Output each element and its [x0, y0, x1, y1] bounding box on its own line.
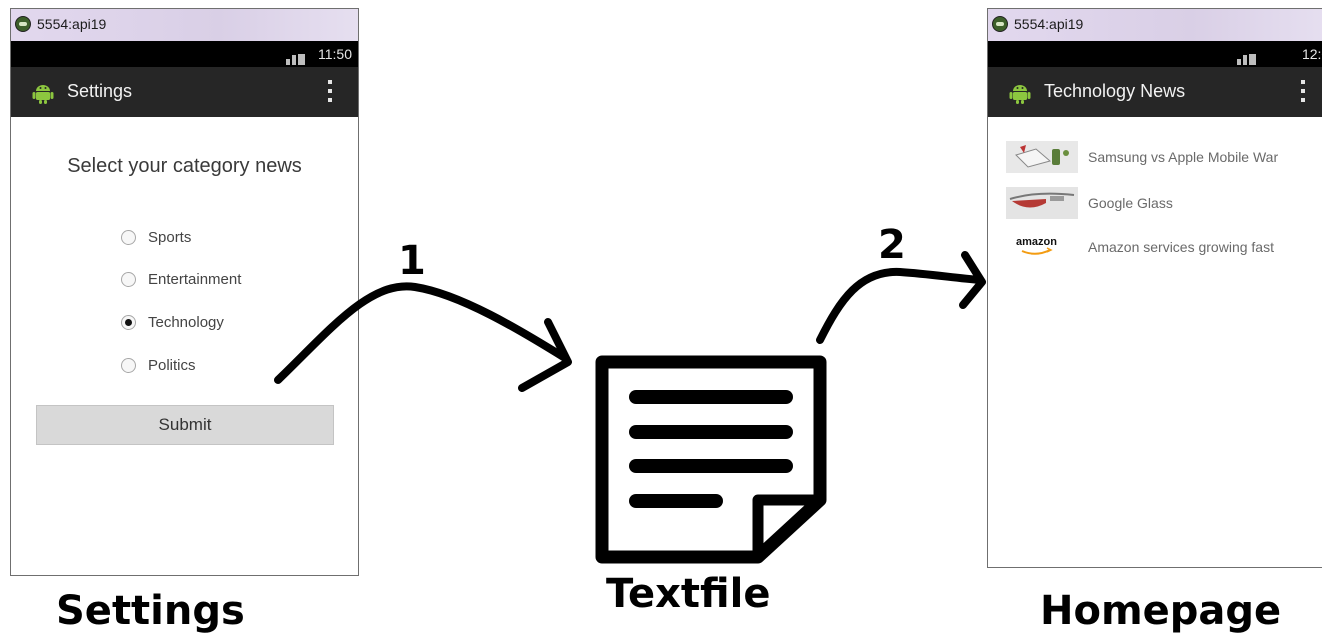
caption-homepage: Homepage	[1040, 588, 1282, 634]
radio-option-entertainment[interactable]: Entertainment	[121, 268, 241, 290]
phones-thumbnail-icon	[1006, 141, 1078, 173]
radio-label: Technology	[148, 313, 224, 331]
amazon-logo-text: amazon	[1016, 236, 1057, 248]
signal-battery-icon	[286, 47, 310, 65]
emulator-icon	[15, 16, 31, 32]
step-label-2: 2	[878, 222, 906, 268]
radio-button[interactable]	[121, 229, 136, 245]
news-item-samsung[interactable]: Samsung vs Apple Mobile War	[1006, 141, 1322, 175]
caption-textfile: Textfile	[606, 571, 771, 617]
news-title: Google Glass	[1088, 195, 1173, 211]
radio-label: Entertainment	[148, 270, 242, 288]
radio-button[interactable]	[121, 271, 136, 287]
status-time: 12:02	[1301, 46, 1322, 62]
settings-phone: 5554:api19 11:50 Settings Select your ca…	[10, 8, 359, 576]
amazon-logo-icon: amazon	[1006, 231, 1078, 263]
textfile-document-icon	[595, 355, 827, 564]
status-time: 11:50	[318, 46, 352, 62]
arrow-settings-to-textfile	[274, 282, 569, 384]
category-prompt: Select your category news	[67, 155, 302, 177]
action-bar: Technology News	[988, 67, 1322, 117]
radio-option-technology[interactable]: Technology	[121, 311, 224, 333]
arrow-textfile-to-homepage	[816, 267, 984, 344]
step-label-1: 1	[398, 238, 426, 284]
android-icon	[32, 85, 54, 104]
arrowhead-1	[518, 318, 572, 392]
news-title: Amazon services growing fast	[1088, 239, 1274, 255]
status-bar: 12:02	[988, 41, 1322, 67]
glasses-thumbnail-icon	[1006, 187, 1078, 219]
status-bar: 11:50	[11, 41, 358, 67]
radio-label: Politics	[148, 356, 196, 374]
homepage-phone: 5554:api19 12:02 Technology News	[987, 8, 1322, 568]
action-bar-title: Settings	[67, 81, 133, 101]
emulator-title-bar: 5554:api19	[11, 9, 358, 41]
overflow-menu-icon[interactable]	[328, 80, 332, 102]
action-bar: Settings	[11, 67, 358, 117]
action-bar-title: Technology News	[1044, 81, 1186, 101]
emulator-icon	[992, 16, 1008, 32]
radio-label: Sports	[148, 228, 192, 246]
signal-battery-icon	[1237, 47, 1261, 65]
android-icon	[1009, 85, 1031, 104]
emulator-title-bar: 5554:api19	[988, 9, 1322, 41]
radio-button[interactable]	[121, 357, 136, 373]
radio-button-selected[interactable]	[121, 314, 136, 330]
emulator-title: 5554:api19	[1014, 16, 1084, 32]
emulator-title: 5554:api19	[37, 16, 107, 32]
radio-option-politics[interactable]: Politics	[121, 354, 196, 376]
news-item-amazon[interactable]: amazon Amazon services growing fast	[1006, 231, 1322, 265]
news-title: Samsung vs Apple Mobile War	[1088, 149, 1279, 165]
submit-button[interactable]: Submit	[36, 405, 334, 445]
arrowhead-2	[959, 251, 986, 309]
news-item-google-glass[interactable]: Google Glass	[1006, 187, 1322, 221]
overflow-menu-icon[interactable]	[1301, 80, 1305, 102]
radio-option-sports[interactable]: Sports	[121, 226, 191, 248]
caption-settings: Settings	[56, 588, 245, 634]
